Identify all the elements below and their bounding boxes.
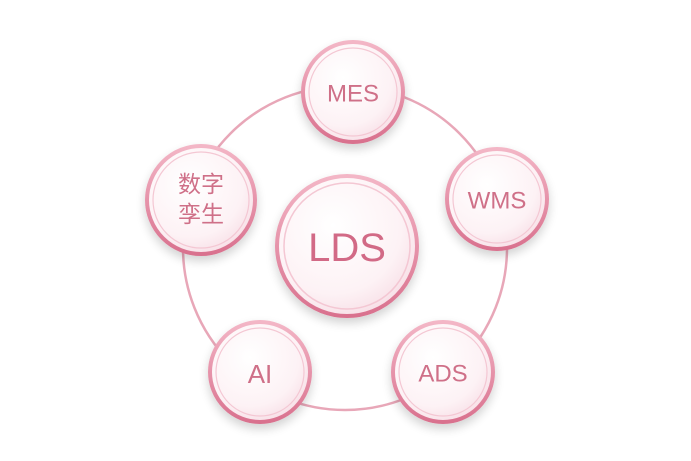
center-node-label: LDS — [308, 226, 386, 270]
node-ads[interactable]: ADS — [391, 320, 495, 424]
node-wms-label: WMS — [468, 188, 527, 215]
node-digital-twin-label-line2: 孪生 — [178, 202, 224, 228]
node-ai-label: AI — [248, 359, 273, 389]
node-mes-label: MES — [327, 81, 379, 108]
node-ads-label: ADS — [418, 361, 467, 388]
center-node-lds[interactable]: LDS — [275, 174, 419, 318]
node-digital-twin[interactable]: 数字 孪生 — [145, 144, 257, 256]
node-wms[interactable]: WMS — [445, 147, 549, 251]
node-ai[interactable]: AI — [208, 320, 312, 424]
node-digital-twin-label-line1: 数字 — [178, 172, 224, 198]
node-mes[interactable]: MES — [301, 40, 405, 144]
